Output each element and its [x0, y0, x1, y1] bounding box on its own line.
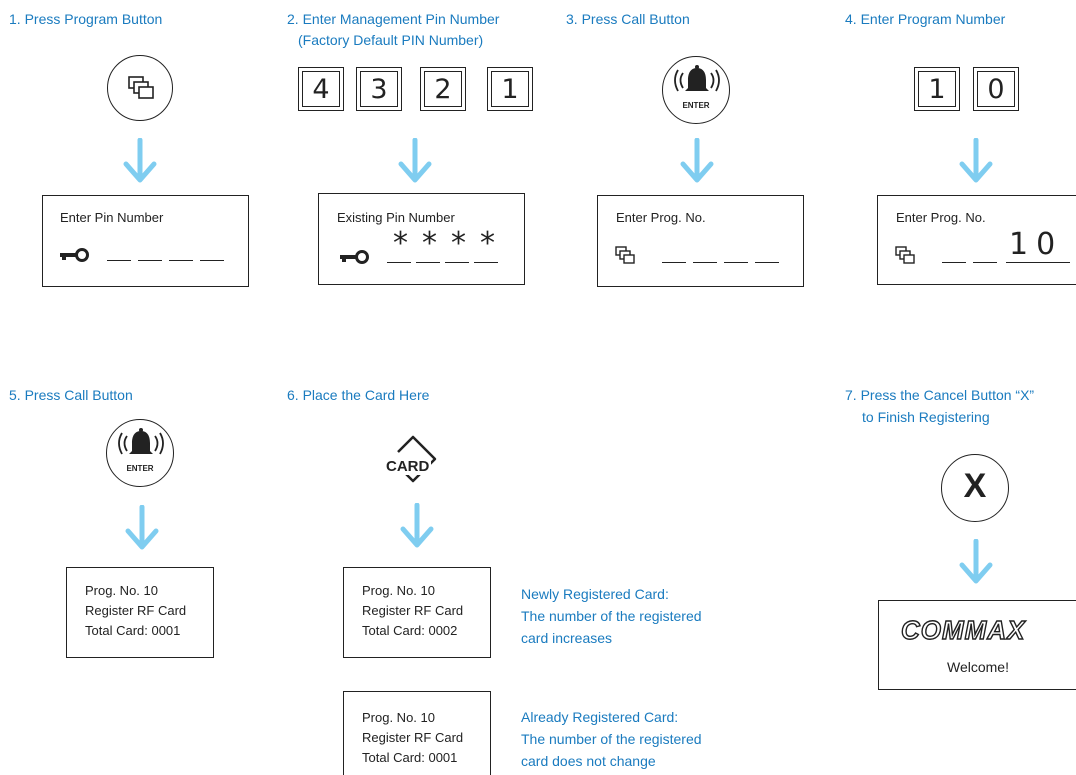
cancel-button[interactable]: X	[941, 454, 1009, 522]
key-icon	[60, 248, 89, 262]
number-key[interactable]: 1	[914, 67, 960, 111]
masked-digit: *	[422, 226, 437, 261]
display-panel-existing-card: Prog. No. 10 Register RF Card Total Card…	[343, 691, 491, 775]
panel-line: Prog. No. 10	[85, 583, 158, 598]
masked-digit: *	[451, 226, 466, 261]
step-7-title-line1: 7. Press the Cancel Button “X”	[845, 387, 1035, 403]
display-panel-register-rf: Prog. No. 10 Register RF Card Total Card…	[66, 567, 214, 658]
program-icon	[895, 246, 915, 264]
display-panel-welcome: COMMAX Welcome!	[878, 600, 1076, 690]
panel-line: Total Card: 0001	[85, 623, 181, 638]
pin-digit-key[interactable]: 1	[487, 67, 533, 111]
card-reader-area[interactable]: CARD	[375, 434, 455, 484]
panel-line: Register RF Card	[362, 730, 464, 745]
panel-text: Prog. No. 10 Register RF Card Total Card…	[362, 708, 463, 768]
note-line: card increases	[521, 630, 613, 646]
key-icon	[340, 250, 369, 264]
down-arrow-icon	[959, 138, 993, 183]
call-button-label: ENTER	[682, 101, 710, 110]
call-button[interactable]: ENTER	[106, 419, 174, 487]
welcome-text: Welcome!	[947, 659, 1009, 675]
digit-label: 2	[424, 71, 462, 107]
card-label: CARD	[384, 458, 432, 475]
panel-label: Existing Pin Number	[337, 210, 455, 225]
note-line: The number of the registered	[521, 731, 702, 747]
display-panel-new-card: Prog. No. 10 Register RF Card Total Card…	[343, 567, 491, 658]
program-icon	[128, 76, 154, 99]
display-panel-prog-no-entered: Enter Prog. No. 10	[877, 195, 1076, 285]
cancel-button-label: X	[963, 467, 987, 505]
panel-line: Register RF Card	[85, 603, 187, 618]
note-line: card does not change	[521, 753, 656, 769]
bell-icon	[118, 428, 164, 455]
masked-digit: *	[393, 226, 408, 261]
card-icon	[397, 435, 437, 483]
note-line: The number of the registered	[521, 608, 702, 624]
bell-icon	[674, 65, 720, 92]
panel-text: Prog. No. 10 Register RF Card Total Card…	[85, 581, 186, 641]
step-1-title: 1. Press Program Button	[9, 11, 163, 27]
display-panel-prog-no: Enter Prog. No.	[597, 195, 804, 287]
panel-text: Prog. No. 10 Register RF Card Total Card…	[362, 581, 463, 641]
step-6-title: 6. Place the Card Here	[287, 387, 430, 403]
panel-line: Prog. No. 10	[362, 583, 435, 598]
digit-label: 3	[360, 71, 398, 107]
program-icon	[615, 246, 635, 264]
panel-label: Enter Prog. No.	[896, 210, 986, 225]
pin-digit-key[interactable]: 4	[298, 67, 344, 111]
step-2-title-line1: 2. Enter Management Pin Number	[287, 11, 500, 27]
down-arrow-icon	[680, 138, 714, 183]
panel-label: Enter Prog. No.	[616, 210, 706, 225]
note-already-registered: Already Registered Card: The number of t…	[521, 706, 702, 772]
digit-label: 0	[977, 71, 1015, 107]
note-line: Newly Registered Card:	[521, 586, 669, 602]
program-button[interactable]	[107, 55, 173, 121]
note-line: Already Registered Card:	[521, 709, 679, 725]
entered-prog-number: 10	[1009, 227, 1064, 262]
step-4-title: 4. Enter Program Number	[845, 11, 1006, 27]
down-arrow-icon	[125, 505, 159, 550]
call-button-label: ENTER	[126, 464, 154, 473]
panel-line: Total Card: 0002	[362, 623, 458, 638]
step-2-title-line2: (Factory Default PIN Number)	[298, 32, 484, 48]
step-3-title: 3. Press Call Button	[566, 11, 690, 27]
note-newly-registered: Newly Registered Card: The number of the…	[521, 583, 702, 649]
down-arrow-icon	[398, 138, 432, 183]
display-panel-existing-pin: Existing Pin Number * * * *	[318, 193, 525, 285]
pin-digit-key[interactable]: 2	[420, 67, 466, 111]
panel-label: Enter Pin Number	[60, 210, 164, 225]
down-arrow-icon	[123, 138, 157, 183]
down-arrow-icon	[400, 503, 434, 548]
digit-label: 4	[302, 71, 340, 107]
digit-label: 1	[491, 71, 529, 107]
brand-logo: COMMAX	[900, 614, 1026, 645]
down-arrow-icon	[959, 539, 993, 584]
call-button[interactable]: ENTER	[662, 56, 730, 124]
number-key[interactable]: 0	[973, 67, 1019, 111]
panel-line: Prog. No. 10	[362, 710, 435, 725]
pin-digit-key[interactable]: 3	[356, 67, 402, 111]
step-5-title: 5. Press Call Button	[9, 387, 133, 403]
digit-label: 1	[918, 71, 956, 107]
display-panel-enter-pin: Enter Pin Number	[42, 195, 249, 287]
step-7-title-line2: to Finish Registering	[862, 409, 990, 425]
panel-line: Register RF Card	[362, 603, 464, 618]
masked-digit: *	[480, 226, 495, 261]
panel-line: Total Card: 0001	[362, 750, 458, 765]
